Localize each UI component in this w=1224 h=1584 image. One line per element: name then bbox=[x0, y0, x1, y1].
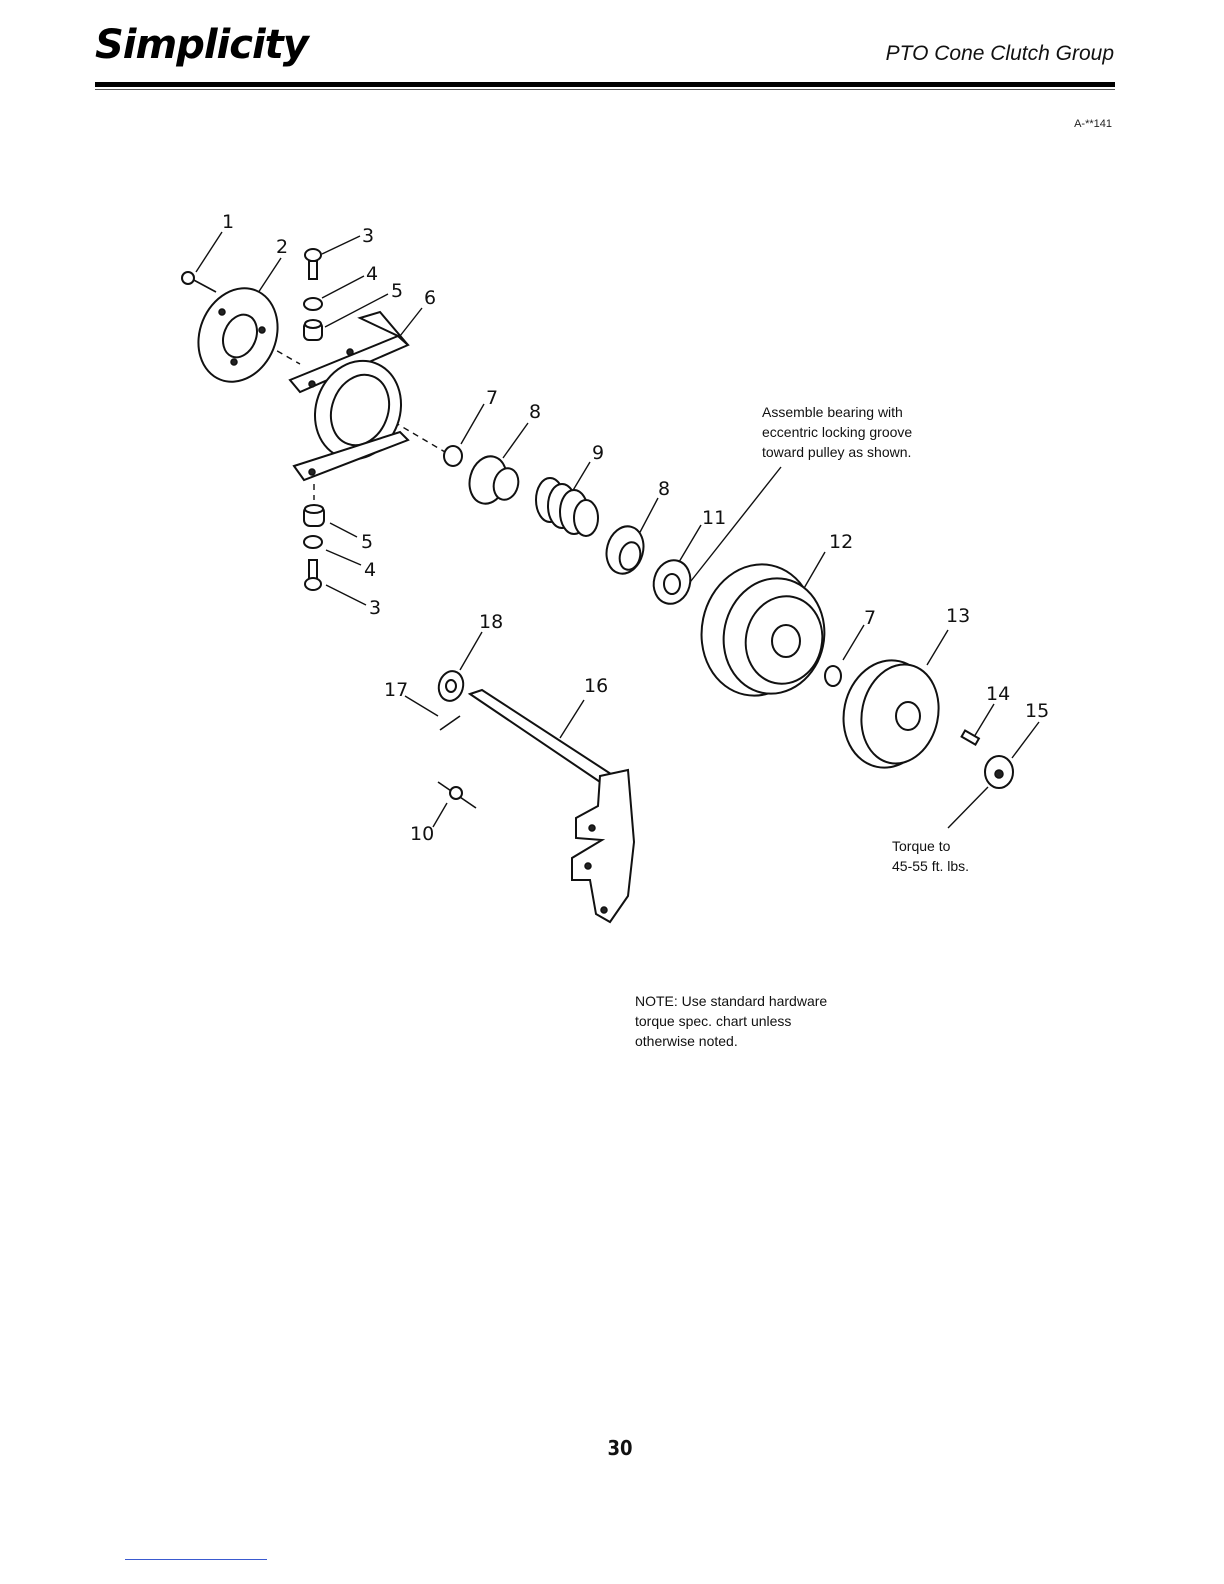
callout-5-second: 5 bbox=[361, 531, 373, 553]
callout-7-second: 7 bbox=[864, 607, 876, 629]
callout-9: 9 bbox=[592, 442, 604, 464]
part-2-bearing-flange bbox=[185, 276, 291, 393]
footer-underline bbox=[125, 1559, 267, 1560]
part-15-nut bbox=[985, 756, 1013, 788]
callout-13: 13 bbox=[946, 605, 970, 627]
part-4-lockwasher-top bbox=[304, 298, 322, 310]
callout-7: 7 bbox=[486, 387, 498, 409]
part-10-shoulder-bolt bbox=[438, 782, 476, 808]
hardware-note: NOTE: Use standard hardware torque spec.… bbox=[635, 991, 827, 1051]
callout-1: 1 bbox=[222, 211, 234, 233]
callout-12: 12 bbox=[829, 531, 853, 553]
part-5-spacer-bottom bbox=[304, 505, 324, 526]
bearing-note: Assemble bearing with eccentric locking … bbox=[762, 402, 912, 462]
part-3-bolt-top bbox=[305, 249, 321, 279]
part-12-pulley bbox=[690, 554, 835, 706]
callout-15: 15 bbox=[1025, 700, 1049, 722]
callout-2: 2 bbox=[276, 236, 288, 258]
part-7-nut-2 bbox=[825, 666, 841, 686]
part-16-clutch-lever bbox=[470, 690, 634, 922]
part-9-spring bbox=[536, 478, 598, 536]
callout-10: 10 bbox=[410, 823, 434, 845]
callout-8: 8 bbox=[529, 401, 541, 423]
callout-17: 17 bbox=[384, 679, 408, 701]
part-3-bolt-bottom bbox=[305, 560, 321, 590]
callout-18: 18 bbox=[479, 611, 503, 633]
part-17-cotter-pin bbox=[440, 716, 460, 730]
torque-note: Torque to 45-55 ft. lbs. bbox=[892, 836, 969, 876]
callout-3: 3 bbox=[362, 225, 374, 247]
part-11-bearing bbox=[649, 556, 695, 608]
callout-5: 5 bbox=[391, 280, 403, 302]
part-4-lockwasher-bottom bbox=[304, 536, 322, 548]
callout-11: 11 bbox=[702, 507, 726, 529]
callout-3-second: 3 bbox=[369, 597, 381, 619]
part-5-spacer-top bbox=[304, 320, 322, 340]
callout-6: 6 bbox=[424, 287, 436, 309]
part-7-nut bbox=[444, 446, 462, 466]
callout-14: 14 bbox=[986, 683, 1010, 705]
part-8-clutch-cone bbox=[464, 452, 521, 508]
callout-8-second: 8 bbox=[658, 478, 670, 500]
page-number: 30 bbox=[0, 1436, 1224, 1460]
callout-16: 16 bbox=[584, 675, 608, 697]
part-1-screw bbox=[182, 272, 216, 292]
callout-4: 4 bbox=[366, 263, 378, 285]
callout-4-second: 4 bbox=[364, 559, 376, 581]
part-18-washer bbox=[436, 668, 467, 703]
part-13-pulley bbox=[834, 652, 948, 776]
